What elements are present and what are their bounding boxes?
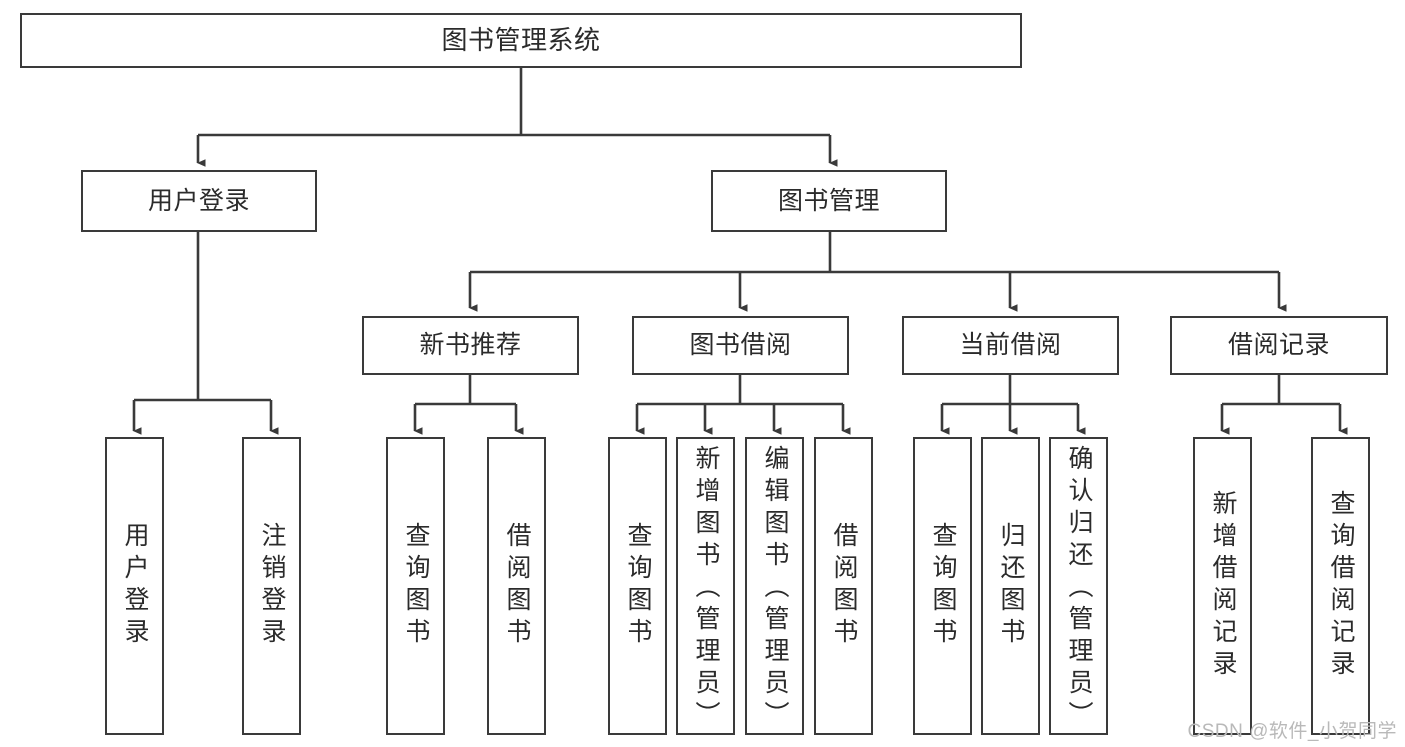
- node-label: 图书管理系统: [441, 25, 601, 56]
- node-label: 查询图书: [402, 522, 430, 650]
- node-label: 归还图书: [997, 522, 1025, 650]
- node-label: 借阅图书: [830, 522, 858, 650]
- node-user-login[interactable]: 用户登录: [81, 170, 317, 232]
- node-book-management[interactable]: 图书管理: [711, 170, 947, 232]
- watermark-text: CSDN @软件_小贺同学: [1187, 721, 1397, 742]
- node-leaf-logout[interactable]: 注销登录: [242, 437, 301, 735]
- node-label: 用户登录: [121, 522, 149, 650]
- node-label: 确认归还（管理员）: [1065, 445, 1093, 733]
- node-label: 借阅记录: [1227, 331, 1330, 359]
- node-leaf-query-book-borrow[interactable]: 查询图书: [608, 437, 667, 735]
- node-label: 借阅图书: [503, 522, 531, 650]
- node-leaf-confirm-return-admin[interactable]: 确认归还（管理员）: [1049, 437, 1108, 735]
- node-label: 新书推荐: [419, 331, 522, 359]
- node-leaf-query-borrow-record[interactable]: 查询借阅记录: [1311, 437, 1370, 735]
- node-leaf-edit-book-admin[interactable]: 编辑图书（管理员）: [745, 437, 804, 735]
- node-leaf-add-book-admin[interactable]: 新增图书（管理员）: [676, 437, 735, 735]
- node-leaf-query-book-current[interactable]: 查询图书: [913, 437, 972, 735]
- node-label: 新增图书（管理员）: [692, 445, 720, 733]
- node-label: 图书管理: [777, 186, 880, 215]
- node-label: 查询借阅记录: [1327, 490, 1355, 682]
- node-book-borrow[interactable]: 图书借阅: [632, 316, 849, 375]
- node-label: 注销登录: [258, 522, 286, 650]
- node-label: 图书借阅: [689, 331, 792, 359]
- node-label: 查询图书: [929, 522, 957, 650]
- node-label: 当前借阅: [959, 331, 1062, 359]
- node-borrow-record[interactable]: 借阅记录: [1170, 316, 1388, 375]
- node-leaf-borrow-book-recommend[interactable]: 借阅图书: [487, 437, 546, 735]
- node-new-book-recommend[interactable]: 新书推荐: [362, 316, 579, 375]
- node-leaf-user-login[interactable]: 用户登录: [105, 437, 164, 735]
- node-root-book-management-system[interactable]: 图书管理系统: [20, 13, 1022, 68]
- node-label: 查询图书: [624, 522, 652, 650]
- node-leaf-return-book[interactable]: 归还图书: [981, 437, 1040, 735]
- node-label: 编辑图书（管理员）: [761, 445, 789, 733]
- node-leaf-add-borrow-record[interactable]: 新增借阅记录: [1193, 437, 1252, 735]
- node-current-borrow[interactable]: 当前借阅: [902, 316, 1119, 375]
- node-label: 用户登录: [147, 186, 250, 215]
- node-label: 新增借阅记录: [1209, 490, 1237, 682]
- node-leaf-query-book-recommend[interactable]: 查询图书: [386, 437, 445, 735]
- node-leaf-borrow-book[interactable]: 借阅图书: [814, 437, 873, 735]
